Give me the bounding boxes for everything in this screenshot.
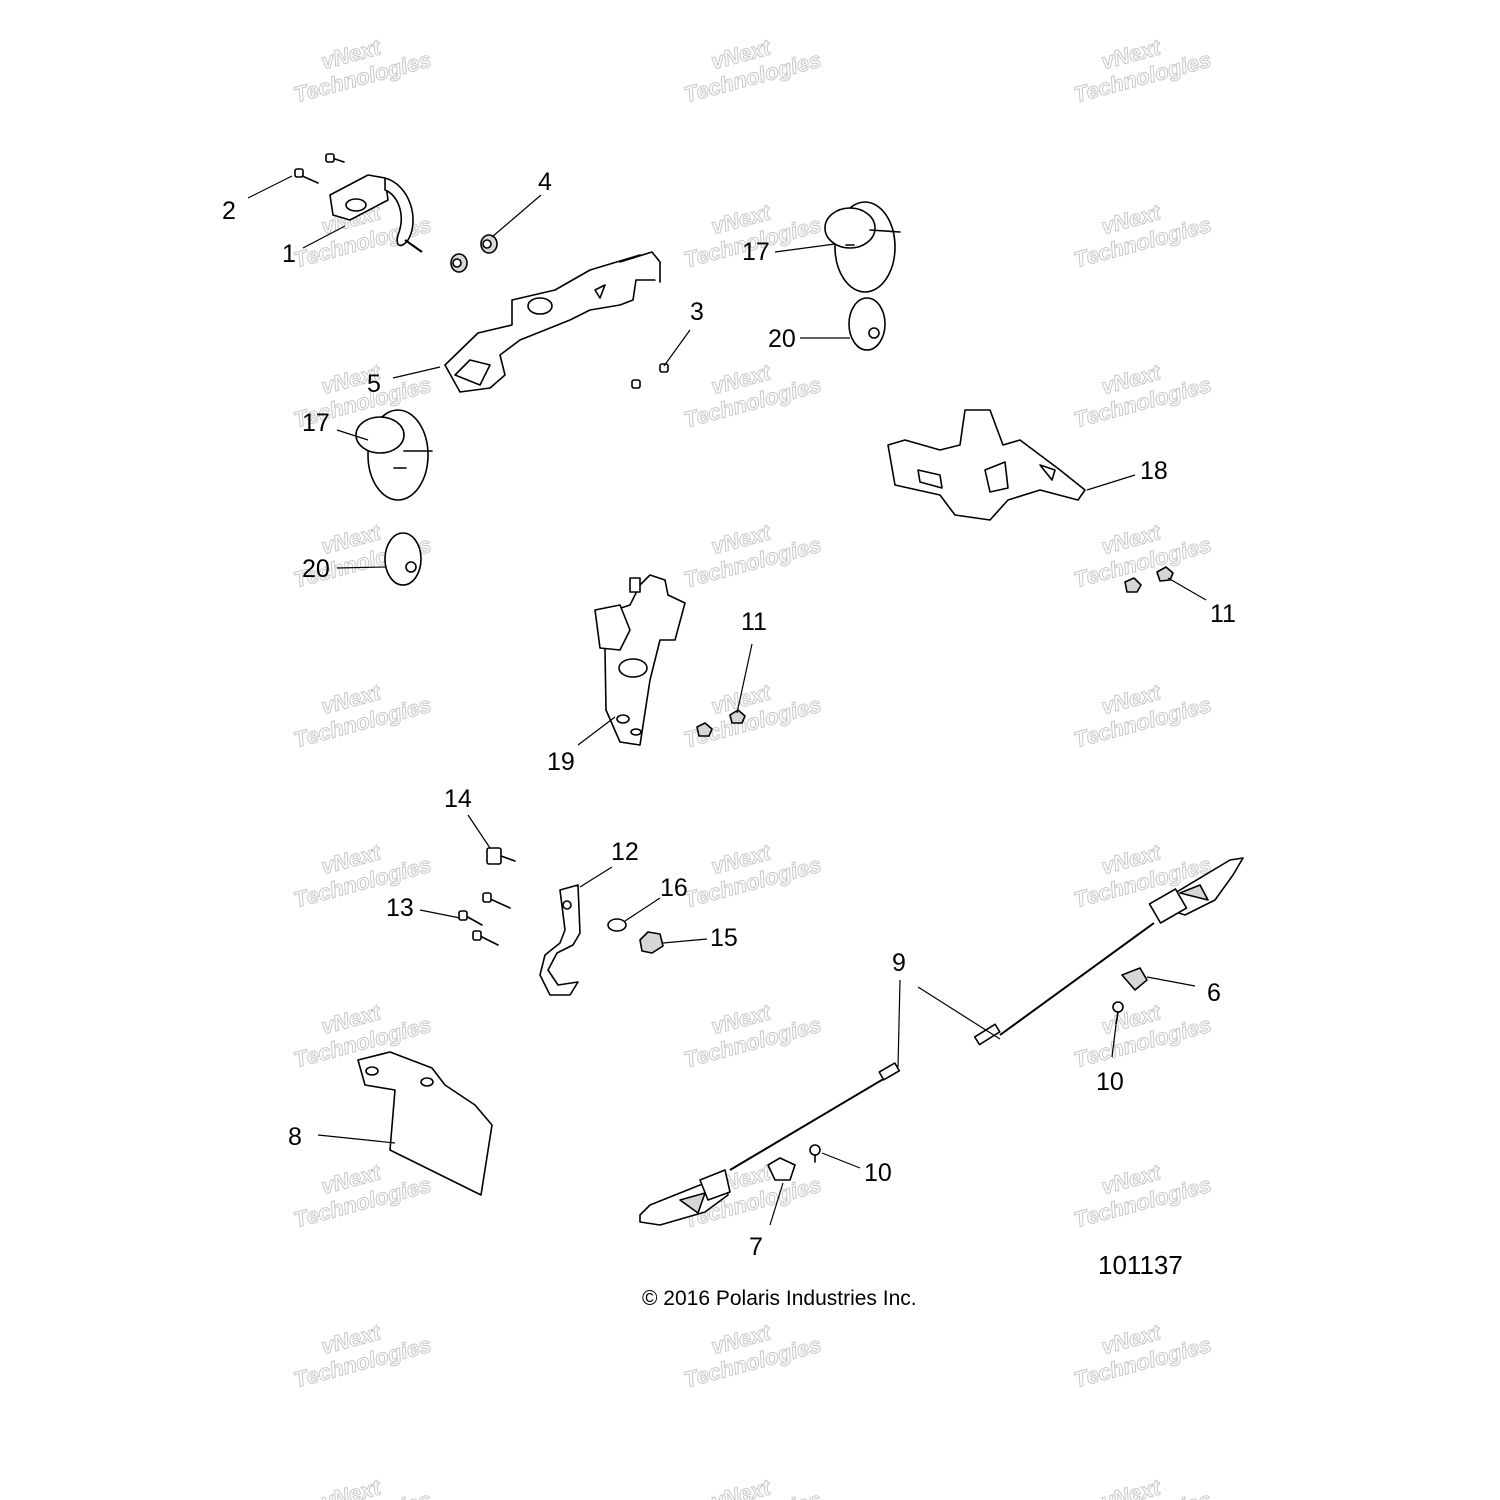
watermark-line1: vNext xyxy=(708,1474,774,1500)
part-18-bracket xyxy=(887,409,1086,521)
diagram-id: 101137 xyxy=(1098,1250,1183,1280)
part-9-right-signal xyxy=(973,857,1244,1046)
callout-8: 8 xyxy=(288,1123,302,1151)
part-17-upper-mount xyxy=(824,201,901,293)
callout-labels: 1 2 3 4 5 6 7 8 9 10 10 11 11 12 13 14 1… xyxy=(222,168,1236,1261)
part-19-bracket xyxy=(594,574,686,746)
part-9-left-signal xyxy=(639,1062,901,1226)
watermark-line1: vNext xyxy=(1098,1474,1164,1500)
callout-6: 6 xyxy=(1207,979,1221,1007)
part-3-nuts xyxy=(631,363,669,389)
part-11-right-nuts xyxy=(1124,566,1174,593)
part-16-washer xyxy=(607,918,627,932)
part-6-clip xyxy=(1121,967,1148,991)
part-15-nut xyxy=(639,931,664,954)
part-2-screws xyxy=(294,153,345,184)
part-11-center-nuts xyxy=(696,709,746,737)
callout-2: 2 xyxy=(222,197,236,225)
callout-11-right: 11 xyxy=(1210,600,1236,628)
callout-19: 19 xyxy=(547,748,575,776)
part-7-clip xyxy=(767,1157,796,1181)
part-20-upper-cap xyxy=(848,297,886,351)
callout-18: 18 xyxy=(1140,457,1168,485)
callout-17-lower: 17 xyxy=(302,409,330,437)
part-4-spacers xyxy=(450,234,498,273)
callout-20-lower: 20 xyxy=(302,555,330,583)
callout-11-center: 11 xyxy=(741,608,767,636)
copyright: © 2016 Polaris Industries Inc. xyxy=(642,1287,917,1310)
callout-4: 4 xyxy=(538,168,552,196)
part-10-left-screw xyxy=(809,1144,821,1163)
callout-1: 1 xyxy=(282,240,296,268)
part-5-bracket xyxy=(444,251,661,393)
callout-15: 15 xyxy=(710,924,738,952)
callout-12: 12 xyxy=(611,838,639,866)
part-17-lower-mount xyxy=(355,409,433,501)
leader-lines xyxy=(247,175,1207,1226)
callout-10-left: 10 xyxy=(864,1159,892,1187)
callout-16: 16 xyxy=(660,874,688,902)
part-1-clamp xyxy=(329,174,423,253)
callout-14: 14 xyxy=(444,785,472,813)
callout-9: 9 xyxy=(892,949,906,977)
callout-7: 7 xyxy=(749,1233,763,1261)
part-10-right-screw xyxy=(1112,1001,1124,1025)
watermark-line1: vNext xyxy=(318,1474,384,1500)
part-20-lower-cap xyxy=(384,532,422,586)
callout-13: 13 xyxy=(386,894,414,922)
callout-3: 3 xyxy=(690,298,704,326)
callout-20-upper: 20 xyxy=(768,325,796,353)
part-14-bolt xyxy=(486,847,516,865)
part-8-flap xyxy=(357,1051,493,1196)
part-12-bracket xyxy=(539,884,581,996)
callout-5: 5 xyxy=(367,370,381,398)
callout-10-right: 10 xyxy=(1096,1068,1124,1096)
callout-17-upper: 17 xyxy=(742,238,770,266)
part-13-screws xyxy=(458,892,511,946)
